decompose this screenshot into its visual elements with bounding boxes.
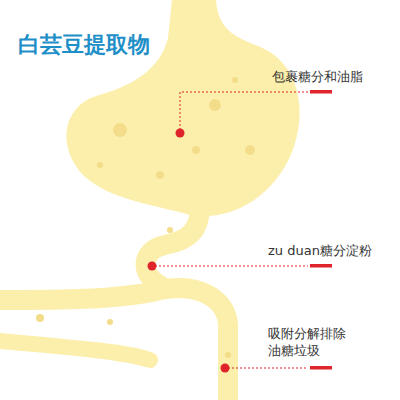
callout-label: 吸附分解排除 油糖垃圾 xyxy=(268,325,354,360)
intestine xyxy=(0,288,228,400)
callout-label: zu duan糖分淀粉 xyxy=(268,242,393,260)
callout-label: 包裹糖分和油脂 xyxy=(272,68,392,86)
duodenum xyxy=(146,205,200,285)
title: 白芸豆提取物 xyxy=(18,30,150,60)
callout-dots xyxy=(148,129,230,373)
food-particles xyxy=(36,77,255,358)
intestine-loop xyxy=(0,340,150,360)
